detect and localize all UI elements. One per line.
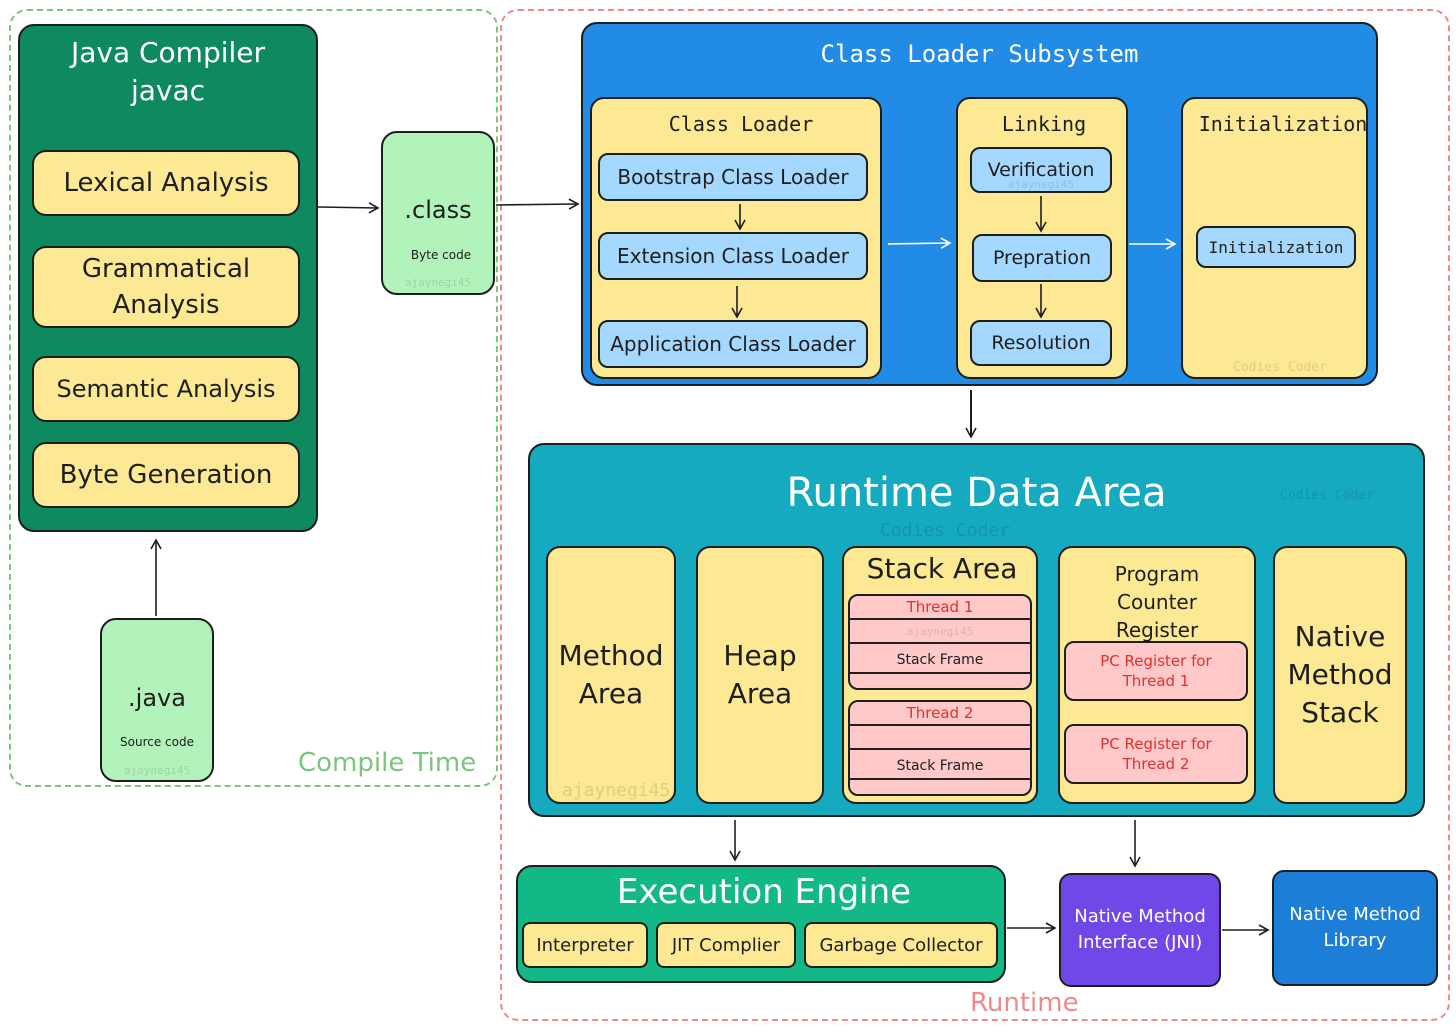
thread-1-watermark: ajaynegi45 [850,620,1030,644]
thread-2-stack-frame: Stack Frame [850,754,1030,780]
preparation-step: Prepration [972,234,1112,282]
initialization-panel-title: Initialization [1198,112,1368,136]
grammatical-analysis-step: Grammatical Analysis [32,246,300,328]
jit-compiler[interactable]: JIT Complier [656,922,796,968]
interpreter[interactable]: Interpreter [522,922,648,968]
linking-watermark: ajaynegi45 [1007,178,1075,191]
resolution-step: Resolution [970,320,1112,366]
pc-register-title: Program Counter Register [1114,562,1200,642]
execution-engine-title: Execution Engine [616,872,912,912]
runtime-watermark-2: Codies Coder [880,520,1011,541]
compile-time-label: Compile Time [298,748,477,778]
thread-2-label: Thread 2 [850,702,1030,726]
class-loader-subsystem-title: Class Loader Subsystem [820,40,1139,68]
thread-1-label: Thread 1 [850,596,1030,620]
compiler-subtitle-text: javac [130,74,206,107]
pc-register-thread-2: PC Register for Thread 2 [1064,724,1248,784]
bootstrap-class-loader: Bootstrap Class Loader [598,153,868,201]
java-source-file [100,618,214,782]
class-bytecode-file [381,131,495,295]
java-file-name: .java [128,684,186,712]
lexical-analysis-step: Lexical Analysis [32,150,300,216]
verification-step: Verification [970,147,1112,193]
runtime-watermark-1: Codies Coder [1280,488,1374,503]
heap-area: Heap Area [696,546,824,804]
runtime-region [500,9,1450,1021]
native-method-library: Native Method Library [1272,870,1438,986]
compiler-title-text: Java Compiler [70,36,266,69]
runtime-data-area-title: Runtime Data Area [786,470,1167,516]
arrow-loader-to-linking [887,237,952,249]
compiler-title: Java Compiler javac [18,34,318,110]
class-loader-panel-title: Class Loader [668,112,814,136]
byte-generation-step: Byte Generation [32,442,300,508]
thread-1-stack: Thread 1 ajaynegi45 Stack Frame [848,594,1032,690]
class-file-name: .class [404,196,472,224]
linking-panel-title: Linking [1001,112,1087,136]
java-file-watermark: ajaynegi45 [123,764,191,777]
application-class-loader: Application Class Loader [598,320,868,368]
runtime-watermark-3: ajaynegi45 [562,780,671,801]
compile-time-region [9,9,498,787]
arrow-class-to-loader [495,198,580,210]
initialization-watermark: Codies Coder [1233,360,1327,375]
thread-2-empty-row [850,726,1030,750]
extension-class-loader: Extension Class Loader [598,232,868,280]
native-method-interface: Native Method Interface (JNI) [1059,873,1221,987]
class-file-caption: Byte code [410,248,472,262]
semantic-analysis-step: Semantic Analysis [32,356,300,422]
class-file-watermark: ajaynegi45 [404,276,472,289]
stack-area-title: Stack Area [866,552,1018,585]
pc-register-thread-1: PC Register for Thread 1 [1064,641,1248,701]
thread-1-stack-frame: Stack Frame [850,648,1030,674]
thread-2-stack: Thread 2 Stack Frame [848,700,1032,796]
garbage-collector[interactable]: Garbage Collector [804,922,998,968]
initialization-step: Initialization [1196,226,1356,268]
runtime-label: Runtime [966,988,1083,1018]
arrow-compiler-to-class [317,202,380,214]
method-area: Method Area [546,546,676,804]
java-file-caption: Source code [120,735,194,749]
native-method-stack: Native Method Stack [1273,546,1407,804]
